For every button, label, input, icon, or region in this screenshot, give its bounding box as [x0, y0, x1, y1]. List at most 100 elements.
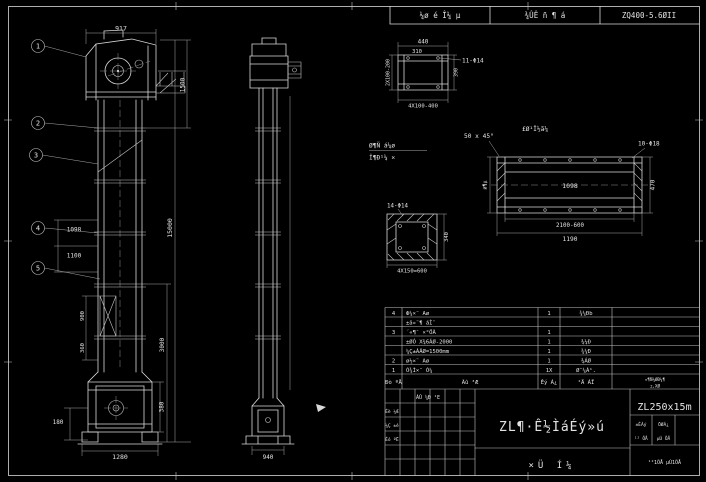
flange-dim-bottom: 4X150=600 — [397, 269, 427, 275]
bom-note-line-1: ¤¶Ñ¼ØÐ¼¶ — [645, 377, 666, 383]
bom-row-qty: 1 — [547, 330, 550, 336]
bom-row-name: Ó¾Ì×¨ Ó¼ — [406, 367, 433, 374]
bom-row-no: 3 — [392, 330, 395, 336]
casing-dim-1098: 1098 — [562, 182, 578, 190]
title-block: ÁÛ ¼Ð ¹E Éè ¼Æ ¼Ç ±é Éó ºË ZL¶·Ê½ÌáÉý»ú … — [385, 389, 699, 476]
side-boot — [241, 397, 295, 445]
casing-flange-joints — [94, 127, 146, 340]
beam-dim-lines — [389, 42, 462, 103]
balloon-3: 3 — [34, 152, 38, 160]
bom-row-name: ±ØÓ X¾6ÁØ-2000 — [406, 339, 452, 346]
beam-hole-3 — [406, 85, 410, 89]
boot-centerlines — [104, 396, 128, 420]
head-platform — [155, 70, 186, 94]
drawing-subtitle: ×Ü Í¼ — [528, 459, 575, 471]
dim-360: 360 — [80, 343, 86, 353]
flange-dim-right: 340 — [444, 232, 450, 242]
beam-detail: 440 310 11-Φ14 2X100-200 390 4X100-400 — [386, 39, 485, 110]
flange-outline — [386, 213, 438, 261]
model-number: ZL250x15m — [637, 402, 691, 413]
casing-dim-left: ø¶µ — [483, 180, 489, 189]
bom-row-qty: 1 — [547, 359, 550, 365]
bom-row-mat: Ø¨¼Á¹. — [576, 367, 596, 374]
casing-detail: 1098 10-Φ18 2100-600 1190 470 ø¶µ — [483, 141, 661, 244]
drive-shaft-circle — [134, 59, 144, 69]
strip-cell-2: ¾ÛÊ ñ ¶ á — [525, 11, 566, 20]
flange-dim-lines — [386, 208, 447, 268]
casing-hole-t4 — [593, 158, 597, 162]
casing-hole-t2 — [543, 158, 547, 162]
beam-hole-4 — [436, 85, 440, 89]
balloon-leader-lines — [42, 45, 101, 280]
title-block-grid — [385, 389, 699, 476]
bom-row-name: ¼Ç±Á̾ÁØ=1500mm — [406, 348, 450, 355]
note-line-3: £Ø¹Ï½ã¼ — [522, 124, 548, 133]
flange-holes-callout: 14-Φ14 — [387, 204, 408, 210]
side-view: 940 — [241, 37, 326, 461]
casing-hole-b4 — [593, 208, 597, 212]
title-left-row-2: ¼Ç ±é — [385, 422, 399, 429]
flange-detail: 14-Φ14 4X150=600 340 — [386, 204, 450, 275]
dim-940: 940 — [263, 454, 274, 461]
front-view: 917 1500 15000 3000 1098 1100 900 360 38… — [29, 25, 191, 461]
head-pulley-center — [116, 69, 120, 73]
signature-row: ÁÛ ¼Ð ¹E — [416, 394, 440, 401]
drawing-title: ZL¶·Ê½ÌáÉý»ú — [499, 419, 605, 435]
dim-1500: 1500 — [180, 77, 187, 92]
dim-917: 917 — [115, 25, 127, 33]
bom-row-mat: ¾ÁØ — [581, 358, 592, 365]
title-left-row-3: Éó ºË — [385, 435, 399, 443]
bom-row-name: Ф¼×¨ Aø — [406, 311, 430, 317]
title-cell-total: ¹² ÕÅ — [634, 435, 648, 442]
bom-header-name: Ãû ³Æ — [462, 379, 479, 386]
strip-model-code: ZQ400-5.6ØII — [622, 11, 676, 20]
flange-hole-4 — [422, 246, 426, 250]
balloon-4-circle — [31, 221, 45, 235]
balloon-2: 2 — [36, 120, 40, 128]
dim-310: 310 — [412, 49, 422, 55]
motor-shaft-circle — [292, 67, 297, 73]
top-title-strip: ¼ø é Î¼ µ ¾ÛÊ ñ ¶ á ZQ400-5.6ØII — [389, 6, 700, 25]
bom-row-qty: 1 — [547, 340, 550, 346]
bom-row-mat: ¾¼Ðb — [579, 311, 592, 317]
head-centerlines — [100, 53, 151, 89]
balloon-4: 4 — [36, 225, 40, 233]
beam-hole-1 — [406, 56, 410, 60]
sheet-count: ¹²1ÕÅ µÚ1ÕÅ — [648, 459, 681, 466]
bom-row-no: 2 — [392, 359, 395, 365]
casing-hole-b3 — [568, 208, 572, 212]
frame-tick-marks — [4, 2, 703, 480]
inspection-door — [99, 295, 117, 337]
bom-row-mat: ¾¼Ð — [581, 349, 591, 355]
title-cell-sheet: µÚ ÕÅ — [657, 435, 671, 442]
beam-dim-left: 2X100-200 — [386, 59, 392, 86]
dim-900: 900 — [80, 311, 86, 321]
side-head-outline — [249, 37, 289, 89]
casing-hole-t3 — [568, 158, 572, 162]
boot-feet — [77, 431, 163, 445]
dim-380: 380 — [159, 401, 166, 412]
bom-row-name: ´«¶¯ ×°ÖÃ — [406, 329, 436, 336]
casing-dim-470: 470 — [650, 179, 657, 190]
casing-gusset-hatch — [496, 162, 643, 202]
flange-hole-3 — [398, 246, 402, 250]
bom-row-name: ø½×¨ Aø — [406, 358, 430, 365]
balloon-2-circle — [31, 116, 45, 130]
casing-hole-t5 — [618, 158, 622, 162]
side-dim-lines — [251, 446, 285, 455]
chamfer-leader — [488, 140, 500, 157]
dim-1098: 1098 — [67, 227, 82, 234]
notes: Ø¶Ñ á¼ø Î¶Ð¹¼ × 50 x 45° £Ø¹Ï½ã¼ — [369, 124, 548, 162]
flange-hatch — [386, 213, 438, 261]
front-dim-lines — [54, 29, 191, 456]
balloon-3-circle — [29, 148, 43, 162]
bom-row-no: 4 — [392, 311, 396, 317]
note-line-1: Ø¶Ñ á¼ø — [369, 141, 395, 150]
chamfer-note: 50 x 45° — [464, 132, 494, 140]
bom-grid-lines — [384, 307, 699, 476]
bom-header-qty: Êý Á¿ — [541, 378, 558, 386]
bom-row-mat: ¾¼Ð — [581, 340, 591, 346]
dim-180: 180 — [53, 419, 64, 426]
